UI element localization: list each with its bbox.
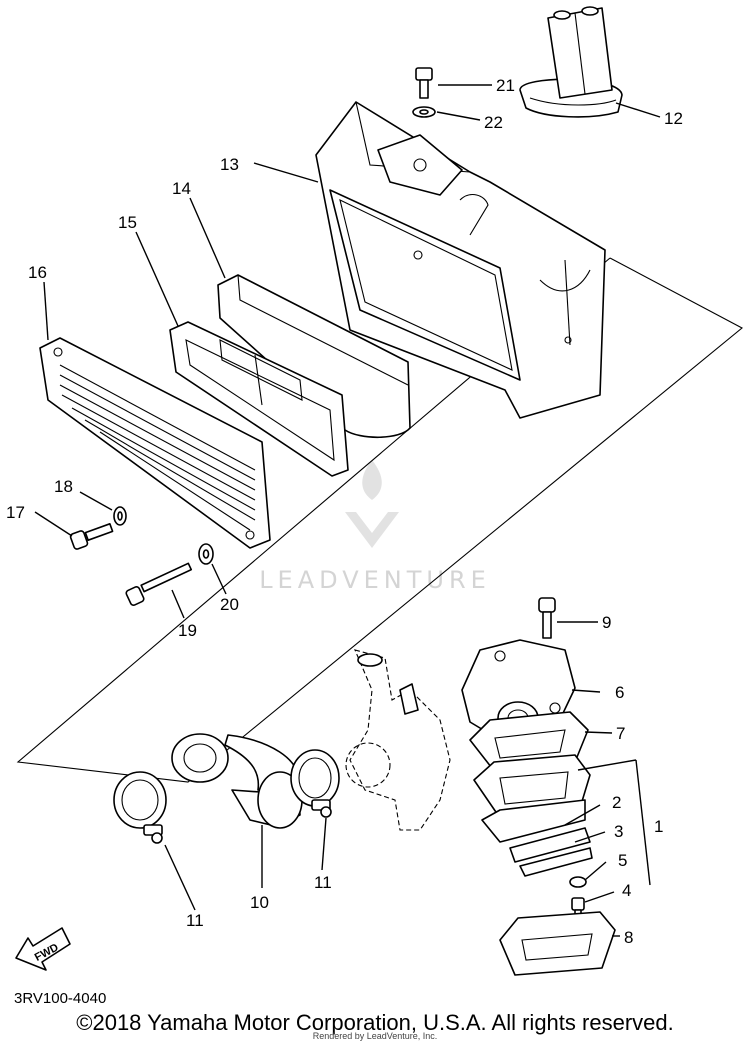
callout-5: 5 [618, 851, 627, 870]
leadventure-watermark: LEADVENTURE [259, 460, 491, 594]
callout-11-left: 11 [186, 911, 204, 930]
callout-numbers: 21 22 12 13 14 15 16 17 18 19 20 9 6 7 2… [6, 76, 683, 947]
callout-14: 14 [172, 179, 191, 198]
part-1-reed-valve-assembly [473, 754, 593, 877]
callout-4: 4 [622, 881, 631, 900]
callout-3: 3 [614, 822, 623, 841]
rendered-by-credit: Rendered by LeadVenture, Inc. [312, 1031, 438, 1041]
part-16-cover [39, 337, 271, 549]
callout-10: 10 [250, 893, 269, 912]
callout-20: 20 [220, 595, 239, 614]
part-12-intake-duct [519, 6, 623, 118]
part-13-air-box [315, 101, 606, 419]
part-22-washer [412, 106, 436, 118]
callout-18: 18 [54, 477, 73, 496]
callout-17: 17 [6, 503, 25, 522]
callout-21: 21 [496, 76, 515, 95]
leader-lines [34, 84, 661, 937]
part-9-bolt [538, 597, 556, 639]
callout-19: 19 [178, 621, 197, 640]
fwd-direction-arrow: FWD [15, 927, 71, 971]
part-8-gasket [499, 911, 616, 976]
callout-12: 12 [664, 109, 683, 128]
part-21-bolt [415, 67, 433, 99]
part-18-washer [113, 506, 127, 526]
diagram-code: 3RV100-4040 [14, 990, 107, 1007]
callout-8: 8 [624, 928, 633, 947]
callout-11-right: 11 [314, 873, 332, 892]
part-17-bolt [69, 522, 114, 550]
callout-7: 7 [616, 724, 625, 743]
part-15-filter-guide [169, 321, 349, 477]
watermark-text: LEADVENTURE [259, 566, 491, 594]
carburetor-reference-outline [345, 649, 451, 831]
part-20-washer [198, 543, 214, 565]
callout-13: 13 [220, 155, 239, 174]
part-11-clamp-left [113, 771, 167, 844]
assembly-boundary-lines [16, 257, 743, 783]
callout-6: 6 [615, 683, 624, 702]
callout-15: 15 [118, 213, 137, 232]
callout-2: 2 [612, 793, 621, 812]
part-11-clamp-right [290, 749, 340, 818]
part-10-intake-joint [171, 733, 303, 829]
callout-22: 22 [484, 113, 503, 132]
callout-16: 16 [28, 263, 47, 282]
copyright-notice: ©2018 Yamaha Motor Corporation, U.S.A. A… [76, 1010, 674, 1035]
callout-9: 9 [602, 613, 611, 632]
part-5-washer [569, 876, 587, 888]
part-19-long-bolt [125, 562, 193, 607]
callout-1: 1 [654, 817, 663, 836]
